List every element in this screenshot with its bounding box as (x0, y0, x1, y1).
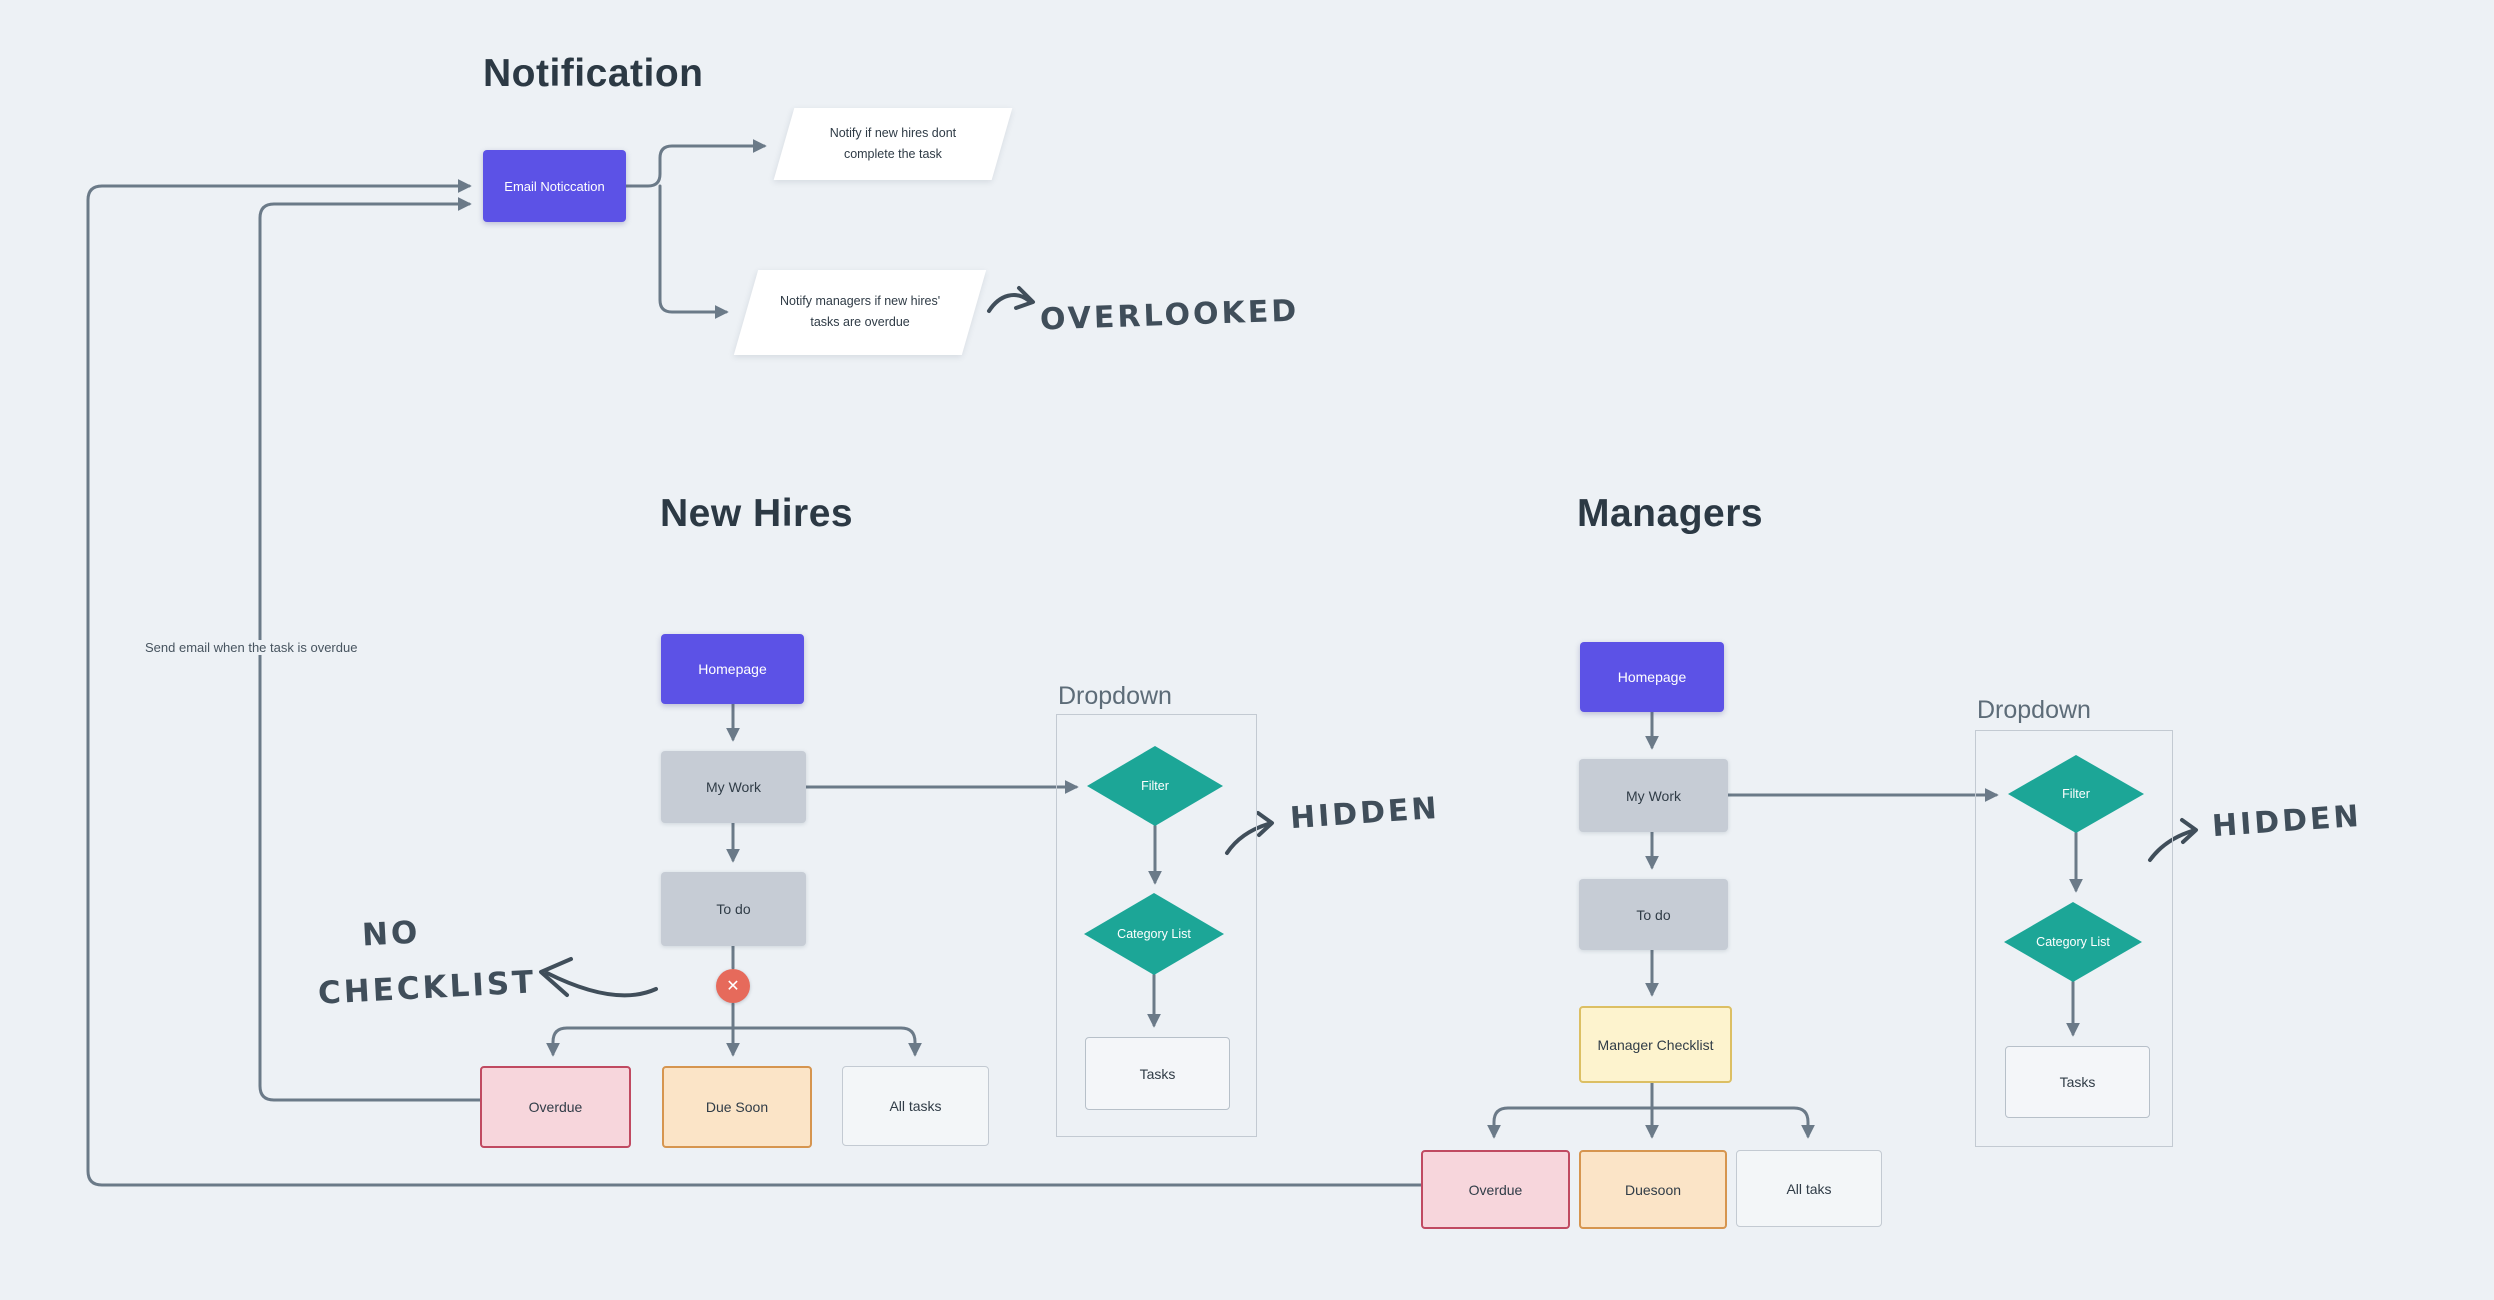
node-dd2-category-list-label: Category List (2036, 934, 2110, 949)
edge-overdue-managers-to-email (86, 179, 1423, 1187)
node-notify-incomplete[interactable]: Notify if new hires dont complete the ta… (773, 108, 1013, 180)
node-email-notification[interactable]: Email Noticcation (483, 150, 626, 222)
node-mgr-due-soon[interactable]: Duesoon (1579, 1150, 1727, 1229)
sketch-arrowhead-hidden-left (1256, 811, 1274, 837)
dropdown-right-container[interactable] (1975, 730, 2173, 1147)
node-nh-overdue[interactable]: Overdue (480, 1066, 631, 1148)
annotation-no-checklist-line1[interactable]: NO (361, 914, 422, 954)
x-icon: ✕ (726, 978, 740, 995)
sketch-arrow-hidden-right (2148, 829, 2194, 862)
node-mgr-homepage[interactable]: Homepage (1580, 642, 1724, 712)
node-dd2-tasks[interactable]: Tasks (2005, 1046, 2150, 1118)
node-nh-to-do[interactable]: To do (661, 872, 806, 946)
error-x-badge[interactable]: ✕ (716, 969, 750, 1003)
node-mgr-all-tasks[interactable]: All taks (1736, 1150, 1882, 1227)
sketch-arrow-overlooked (987, 293, 1030, 313)
node-nh-due-soon[interactable]: Due Soon (662, 1066, 812, 1148)
node-notify-incomplete-label: Notify if new hires dont complete the ta… (829, 125, 957, 161)
edge-nh-branch-overdue (546, 1026, 735, 1057)
edge-mgr-branch-overdue (1487, 1106, 1654, 1139)
section-title-new-hires: New Hires (660, 492, 854, 535)
sketch-arrowhead-no-checklist (539, 957, 573, 997)
node-mgr-overdue[interactable]: Overdue (1421, 1150, 1570, 1229)
edge-nh-branch-alltasks (731, 1026, 922, 1057)
sketch-arrowhead-hidden-right (2180, 818, 2198, 844)
node-mgr-to-do[interactable]: To do (1579, 879, 1728, 950)
node-dd1-category-list-label: Category List (1117, 926, 1191, 941)
sketch-arrowhead-overlooked (1014, 286, 1035, 310)
edge-email-to-notify-managers (658, 184, 729, 319)
sketch-arrow-no-checklist (545, 971, 658, 998)
node-nh-my-work[interactable]: My Work (661, 751, 806, 823)
edge-mgr-branch-alltasks (1650, 1106, 1815, 1139)
node-mgr-my-work[interactable]: My Work (1579, 759, 1728, 832)
section-title-notification: Notification (483, 52, 704, 95)
node-dd1-tasks[interactable]: Tasks (1085, 1037, 1230, 1110)
section-title-managers: Managers (1577, 492, 1764, 535)
node-notify-managers-label: Notify managers if new hires' tasks are … (779, 294, 941, 330)
node-mgr-checklist[interactable]: Manager Checklist (1579, 1006, 1732, 1083)
annotation-send-email[interactable]: Send email when the task is overdue (139, 640, 364, 655)
node-nh-homepage[interactable]: Homepage (661, 634, 804, 704)
dropdown-right-label: Dropdown (1977, 696, 2091, 724)
dropdown-left-container[interactable] (1056, 714, 1257, 1137)
edge-email-to-notify-incomplete (624, 139, 767, 188)
sketch-arrow-hidden-left (1225, 822, 1270, 855)
dropdown-left-label: Dropdown (1058, 682, 1172, 710)
node-nh-all-tasks[interactable]: All tasks (842, 1066, 989, 1146)
node-notify-managers[interactable]: Notify managers if new hires' tasks are … (733, 270, 987, 355)
